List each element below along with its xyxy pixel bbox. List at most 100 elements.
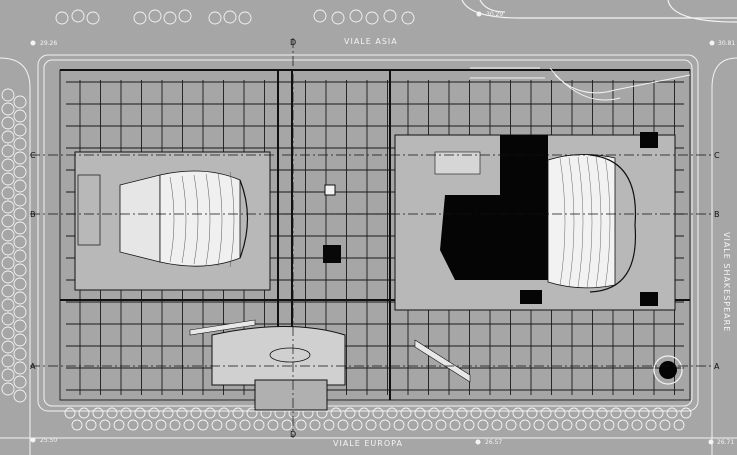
- tree: [204, 407, 216, 419]
- tree: [141, 419, 153, 431]
- tree: [449, 419, 461, 431]
- west-auditorium: [74, 151, 271, 291]
- elevation-ne: 30.81: [718, 40, 735, 47]
- tree: [13, 221, 27, 235]
- tree: [1, 116, 15, 130]
- tree: [163, 11, 177, 25]
- tree: [267, 419, 279, 431]
- tree: [13, 361, 27, 375]
- tree: [281, 419, 293, 431]
- elevation-dot: [30, 40, 36, 46]
- tree: [120, 407, 132, 419]
- tree: [1, 130, 15, 144]
- tree: [148, 9, 162, 23]
- street-label-south: VIALE EUROPA: [333, 439, 403, 448]
- tree: [155, 419, 167, 431]
- seat-row: [568, 157, 575, 287]
- tree: [183, 419, 195, 431]
- tree: [673, 419, 685, 431]
- tree-cluster-west: [1, 88, 27, 403]
- tree: [1, 158, 15, 172]
- tree: [99, 419, 111, 431]
- tree: [106, 407, 118, 419]
- tree: [512, 407, 524, 419]
- tree: [169, 419, 181, 431]
- tree: [1, 200, 15, 214]
- tree: [13, 207, 27, 221]
- tree: [383, 9, 397, 23]
- elevation-markers: 29.26 30.29 30.81 25.50 26.57 26.71: [30, 11, 735, 446]
- tree: [13, 235, 27, 249]
- section-b-left: B: [30, 210, 36, 219]
- tree: [330, 407, 342, 419]
- tree: [13, 291, 27, 305]
- tree: [176, 407, 188, 419]
- elevation-dot: [476, 11, 482, 17]
- north-road-edge: [461, 0, 737, 23]
- tree: [13, 249, 27, 263]
- street-label-east: VIALE SHAKESPEARE: [722, 232, 731, 332]
- tree: [223, 10, 237, 24]
- tree: [13, 151, 27, 165]
- tree: [55, 11, 69, 25]
- site-boundary: [0, 54, 737, 455]
- tree: [365, 11, 379, 25]
- tree: [393, 419, 405, 431]
- tree: [162, 407, 174, 419]
- tree: [379, 419, 391, 431]
- tree: [603, 419, 615, 431]
- elevation-nw: 29.26: [40, 40, 57, 47]
- tree: [568, 407, 580, 419]
- tree: [575, 419, 587, 431]
- round-kiosk: [653, 355, 683, 385]
- tree: [1, 256, 15, 270]
- core-blocks: [323, 184, 341, 263]
- tree: [309, 419, 321, 431]
- tree: [680, 407, 692, 419]
- tree: [208, 11, 222, 25]
- tree: [554, 407, 566, 419]
- elevation-sw: 25.50: [40, 437, 57, 444]
- seat-row: [229, 171, 235, 268]
- tree: [1, 144, 15, 158]
- tree: [127, 419, 139, 431]
- tree: [13, 109, 27, 123]
- tree: [596, 407, 608, 419]
- tree: [519, 419, 531, 431]
- tree: [407, 419, 419, 431]
- tree: [498, 407, 510, 419]
- tree: [64, 407, 76, 419]
- tree: [1, 228, 15, 242]
- tree: [477, 419, 489, 431]
- tree: [344, 407, 356, 419]
- tree: [386, 407, 398, 419]
- street-label-north: VIALE ASIA: [344, 37, 398, 46]
- tree: [372, 407, 384, 419]
- tree: [652, 407, 664, 419]
- tree: [197, 419, 209, 431]
- tree: [484, 407, 496, 419]
- tree: [218, 407, 230, 419]
- seat-row: [577, 156, 584, 288]
- tree: [1, 368, 15, 382]
- north-ramp: [470, 67, 691, 101]
- elevation-dot: [30, 437, 36, 443]
- tree-row-north: [55, 9, 415, 25]
- elevation-dot: [475, 439, 481, 445]
- seat-row: [595, 155, 602, 289]
- tree: [1, 382, 15, 396]
- tree: [631, 419, 643, 431]
- tree: [13, 165, 27, 179]
- tree: [617, 419, 629, 431]
- tree: [1, 214, 15, 228]
- tree: [71, 419, 83, 431]
- tree: [78, 407, 90, 419]
- tree: [442, 407, 454, 419]
- tree: [351, 419, 363, 431]
- elevation-se: 26.71: [717, 439, 734, 446]
- tree: [239, 419, 251, 431]
- tree: [421, 419, 433, 431]
- tree: [1, 298, 15, 312]
- seat-row: [181, 175, 187, 264]
- tree: [358, 407, 370, 419]
